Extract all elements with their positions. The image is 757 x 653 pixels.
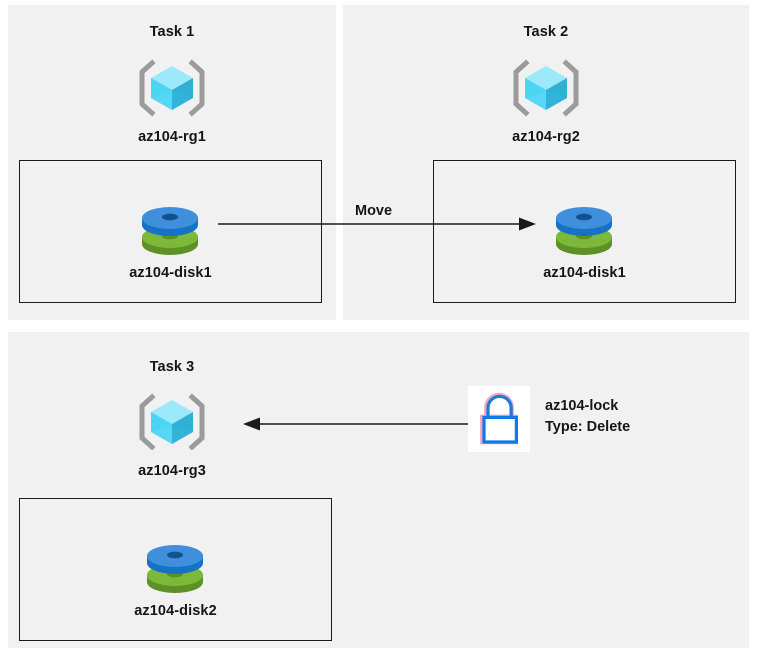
resource-group-cube-icon	[511, 55, 581, 121]
lock-icon	[480, 392, 519, 445]
resource-container-task-1: az104-disk1	[19, 160, 322, 303]
move-connector-label: Move	[355, 203, 393, 219]
resource-container-task-3: az104-disk2	[19, 498, 332, 641]
resource-group-cube-icon	[137, 389, 207, 455]
lock-info-block: az104-lock Type: Delete	[545, 396, 630, 438]
resource-group-label-rg1: az104-rg1	[138, 129, 206, 145]
task-2-title: Task 2	[523, 24, 569, 40]
managed-disk-icon	[130, 200, 210, 265]
arrow-right-icon	[218, 217, 536, 231]
lock-type: Type: Delete	[545, 419, 631, 435]
lock-name: az104-lock	[545, 398, 619, 414]
resource-group-cube-icon	[137, 55, 207, 121]
managed-disk-icon	[544, 200, 624, 265]
resource-group-label-rg3: az104-rg3	[138, 463, 206, 479]
lock-icon-tile	[468, 386, 530, 452]
task-3-title: Task 3	[149, 359, 195, 375]
resource-container-task-2: az104-disk1	[433, 160, 736, 303]
disk-label-task-1: az104-disk1	[129, 265, 212, 281]
disk-label-task-3: az104-disk2	[134, 603, 217, 619]
disk-label-task-2: az104-disk1	[543, 265, 626, 281]
arrow-left-icon	[243, 417, 471, 431]
resource-group-label-rg2: az104-rg2	[512, 129, 580, 145]
managed-disk-icon	[135, 538, 215, 603]
panel-task-1: Task 1 az104-rg1	[8, 5, 336, 320]
panel-task-3: Task 3 az104-rg3	[8, 332, 749, 648]
panel-task-2: Task 2 az104-rg2	[343, 5, 749, 320]
task-1-title: Task 1	[149, 24, 195, 40]
